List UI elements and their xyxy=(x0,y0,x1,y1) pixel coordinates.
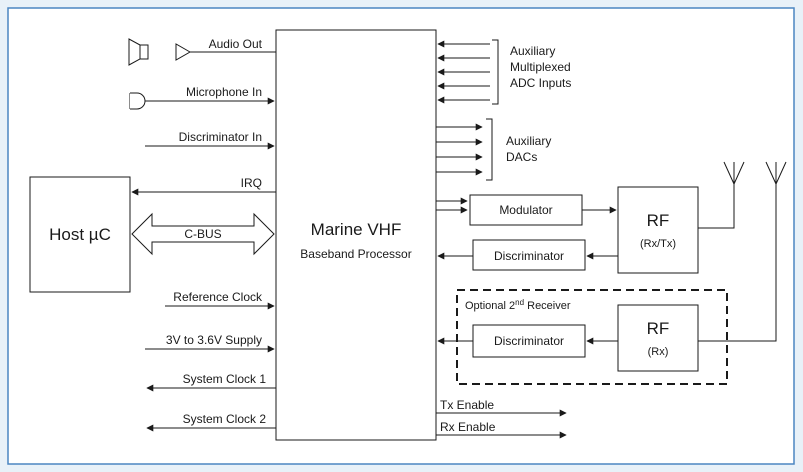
antenna-icon xyxy=(723,161,745,190)
rf-rx-antenna-feed xyxy=(698,178,777,342)
rf-rxtx-subtitle: (Rx/Tx) xyxy=(640,238,676,250)
rf-rxtx-block xyxy=(617,186,699,274)
discriminator-1-block xyxy=(472,239,586,271)
reference-clock-label: Reference Clock xyxy=(173,290,263,304)
microphone-in-label: Microphone In xyxy=(186,85,262,99)
optional-receiver-superscript: nd xyxy=(515,298,524,307)
processor-block xyxy=(275,29,437,441)
cbus-label: C-BUS xyxy=(184,227,221,241)
aux-adc-bracket xyxy=(492,39,499,105)
speaker-icon xyxy=(128,38,192,66)
cbus-double-arrow xyxy=(131,212,275,256)
modulator-label: Modulator xyxy=(499,203,552,217)
audio-out-label: Audio Out xyxy=(209,37,263,51)
aux-adc-label-2: Multiplexed xyxy=(510,60,571,74)
aux-dac-bracket xyxy=(486,118,493,181)
processor-title: Marine VHF xyxy=(311,220,402,239)
discriminator-1-label: Discriminator xyxy=(494,249,564,263)
rf-rx-block xyxy=(617,304,699,372)
optional-receiver-label: Optional 2nd Receiver xyxy=(465,298,571,312)
processor-subtitle: Baseband Processor xyxy=(300,247,411,261)
microphone-icon xyxy=(129,92,146,110)
aux-adc-label-1: Auxiliary xyxy=(510,44,555,58)
rf-rx-subtitle: (Rx) xyxy=(648,346,669,358)
rf-rxtx-antenna-feed xyxy=(698,178,735,229)
host-block xyxy=(29,176,131,293)
rx-enable-label: Rx Enable xyxy=(440,420,496,434)
optional-receiver-suffix: Receiver xyxy=(524,300,571,312)
aux-dac-label-1: Auxiliary xyxy=(506,134,551,148)
system-clock-2-label: System Clock 2 xyxy=(183,412,267,426)
supply-label: 3V to 3.6V Supply xyxy=(166,333,262,347)
host-label: Host µC xyxy=(49,225,111,244)
discriminator-in-label: Discriminator In xyxy=(179,130,262,144)
discriminator-2-label: Discriminator xyxy=(494,334,564,348)
rf-rx-title: RF xyxy=(647,319,670,338)
tx-enable-label: Tx Enable xyxy=(440,398,494,412)
rf-rxtx-title: RF xyxy=(647,211,670,230)
aux-adc-label-3: ADC Inputs xyxy=(510,76,571,90)
optional-receiver-box xyxy=(456,289,728,385)
aux-dac-label-2: DACs xyxy=(506,150,537,164)
optional-receiver-prefix: Optional 2 xyxy=(465,300,515,312)
antenna-icon xyxy=(765,161,787,190)
system-clock-1-label: System Clock 1 xyxy=(183,372,267,386)
irq-label: IRQ xyxy=(241,176,262,190)
